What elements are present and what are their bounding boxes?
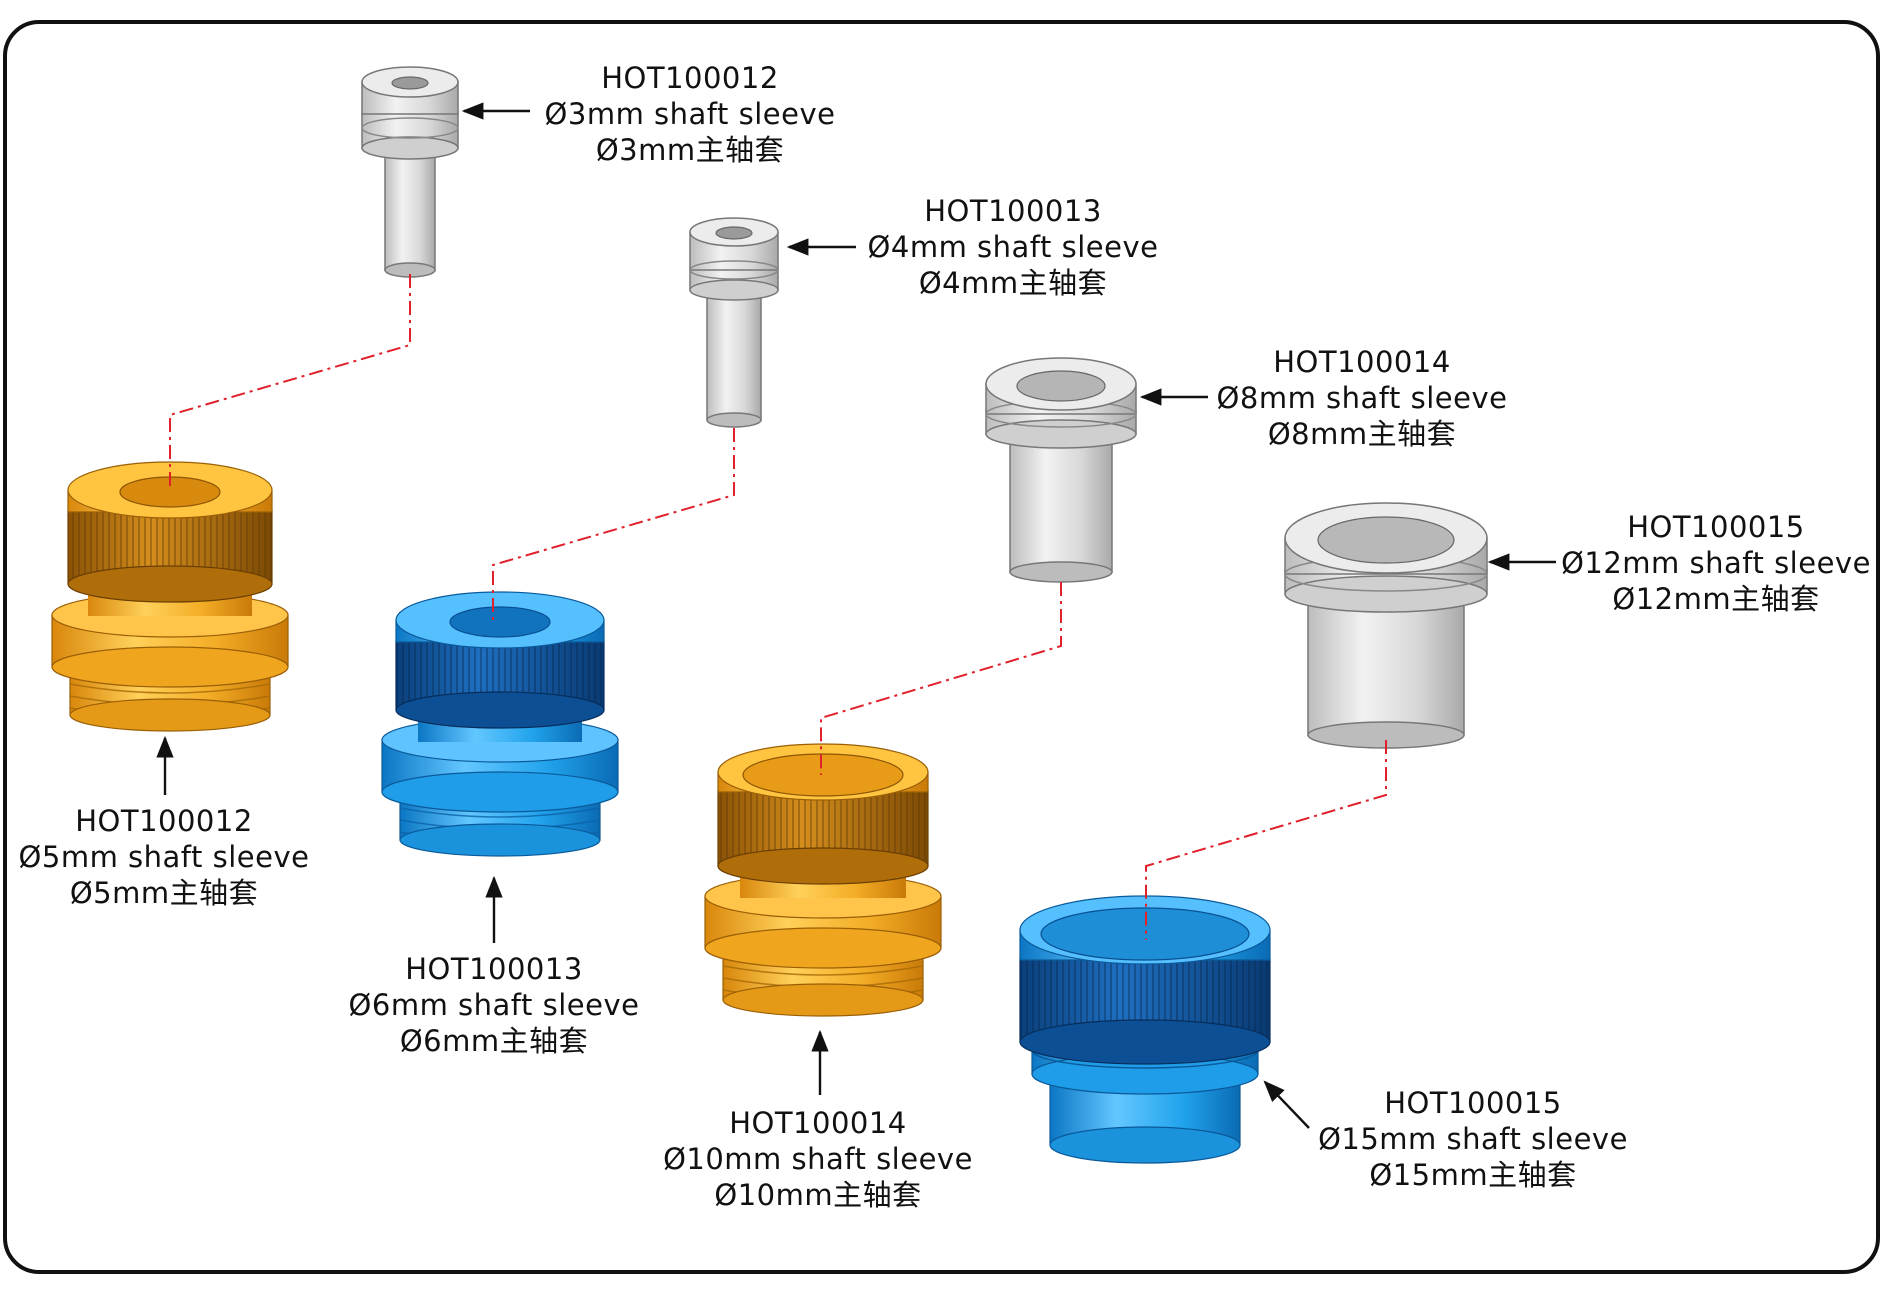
part-name-en: Ø12mm shaft sleeve xyxy=(1561,546,1871,580)
part-name-cn: Ø5mm主轴套 xyxy=(69,876,259,910)
silver-sleeve-3mm xyxy=(361,66,459,278)
part-code: HOT100013 xyxy=(924,194,1102,228)
part-name-cn: Ø15mm主轴套 xyxy=(1369,1158,1577,1192)
label-part-4mm: HOT100013 Ø4mm shaft sleeve Ø4mm主轴套 xyxy=(868,193,1159,301)
part-name-en: Ø3mm shaft sleeve xyxy=(544,97,836,131)
centerline-3mm-to-5mm xyxy=(169,274,411,490)
gold-sleeve-10mm xyxy=(704,743,942,1017)
part-code: HOT100013 xyxy=(405,952,583,986)
part-name-cn: Ø12mm主轴套 xyxy=(1612,582,1820,616)
part-code: HOT100015 xyxy=(1627,510,1805,544)
leader-arrows xyxy=(156,102,1556,1129)
part-name-en: Ø10mm shaft sleeve xyxy=(663,1142,973,1176)
part-name-en: Ø4mm shaft sleeve xyxy=(867,230,1159,264)
silver-sleeve-8mm xyxy=(985,357,1137,583)
label-part-12mm: HOT100015 Ø12mm shaft sleeve Ø12mm主轴套 xyxy=(1561,509,1871,617)
part-code: HOT100015 xyxy=(1384,1086,1562,1120)
label-part-3mm: HOT100012 Ø3mm shaft sleeve Ø3mm主轴套 xyxy=(545,60,836,168)
label-part-15mm: HOT100015 Ø15mm shaft sleeve Ø15mm主轴套 xyxy=(1318,1085,1628,1193)
part-name-en: Ø5mm shaft sleeve xyxy=(18,840,310,874)
blue-sleeve-6mm xyxy=(381,591,619,857)
diagram-frame xyxy=(3,20,1880,1274)
assembly-centerlines xyxy=(169,274,1387,940)
part-name-en: Ø15mm shaft sleeve xyxy=(1318,1122,1628,1156)
label-part-5mm: HOT100012 Ø5mm shaft sleeve Ø5mm主轴套 xyxy=(19,803,310,911)
part-name-cn: Ø4mm主轴套 xyxy=(918,266,1108,300)
part-name-cn: Ø3mm主轴套 xyxy=(595,133,785,167)
centerline-4mm-to-6mm xyxy=(492,428,735,620)
part-name-cn: Ø8mm主轴套 xyxy=(1267,417,1457,451)
gold-sleeve-5mm xyxy=(51,461,289,732)
silver-sleeve-12mm xyxy=(1284,502,1488,749)
part-name-en: Ø6mm shaft sleeve xyxy=(348,988,640,1022)
part-code: HOT100012 xyxy=(601,61,779,95)
blue-sleeve-15mm xyxy=(1019,895,1271,1164)
part-code: HOT100014 xyxy=(1273,345,1451,379)
arrow-15mm xyxy=(1263,1080,1310,1129)
label-part-8mm: HOT100014 Ø8mm shaft sleeve Ø8mm主轴套 xyxy=(1217,344,1508,452)
label-part-6mm: HOT100013 Ø6mm shaft sleeve Ø6mm主轴套 xyxy=(349,951,640,1059)
silver-sleeve-4mm xyxy=(689,217,779,428)
centerline-8mm-to-10mm xyxy=(820,582,1062,775)
part-name-cn: Ø6mm主轴套 xyxy=(399,1024,589,1058)
part-code: HOT100014 xyxy=(729,1106,907,1140)
part-code: HOT100012 xyxy=(75,804,253,838)
part-name-en: Ø8mm shaft sleeve xyxy=(1216,381,1508,415)
part-name-cn: Ø10mm主轴套 xyxy=(714,1178,922,1212)
label-part-10mm: HOT100014 Ø10mm shaft sleeve Ø10mm主轴套 xyxy=(663,1105,973,1213)
centerline-12mm-to-15mm xyxy=(1145,740,1387,940)
